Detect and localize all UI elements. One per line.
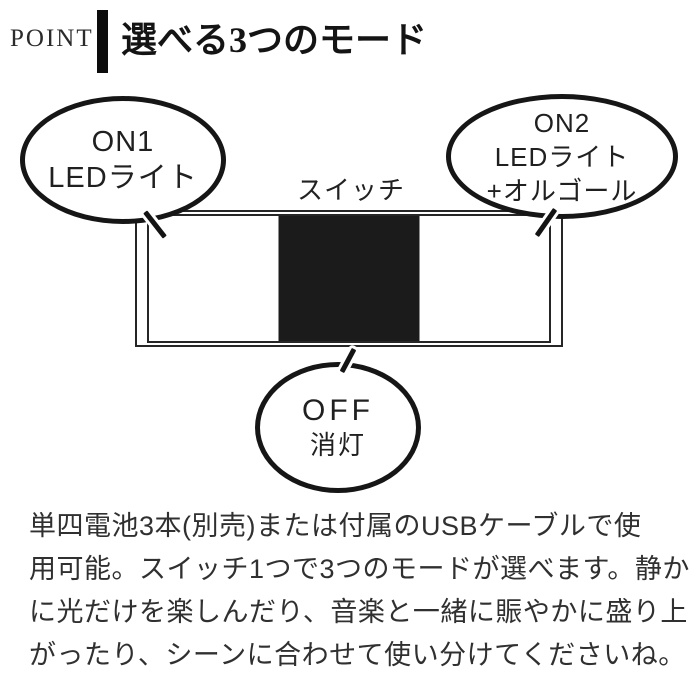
- switch-slot-outline: [147, 214, 551, 343]
- switch-label: スイッチ: [296, 175, 405, 205]
- switch-knob: [278, 216, 420, 341]
- description-line: に光だけを楽しんだり、音楽と一緒に賑やかに盛り上: [29, 597, 688, 627]
- on1-mode-desc: LEDライト: [48, 162, 198, 194]
- off-mode-name: OFF: [302, 393, 374, 427]
- point-eyebrow-label: POINT: [10, 25, 94, 52]
- description-paragraph: 単四電池3本(別売)または付属のUSBケーブルで使 用可能。スイッチ1つで3つの…: [29, 505, 690, 677]
- speech-bubble-on1: ON1 LEDライト: [20, 96, 226, 224]
- page-title: 選べる3つのモード: [121, 20, 428, 60]
- title-divider-bar: [97, 10, 108, 73]
- off-mode-desc: 消灯: [309, 429, 366, 460]
- on2-mode-desc: LEDライト: [494, 141, 630, 172]
- on2-mode-desc2: +オルゴール: [486, 175, 638, 206]
- description-line: がったり、シーンに合わせて使い分けてくださいね。: [29, 640, 686, 670]
- on2-mode-name: ON2: [533, 107, 591, 138]
- switch-body-outline: [135, 210, 563, 347]
- speech-bubble-off: OFF 消灯: [255, 362, 421, 493]
- description-line: 単四電池3本(別売)または付属のUSBケーブルで使: [29, 511, 642, 541]
- description-line: 用可能。スイッチ1つで3つのモードが選べます。静か: [29, 554, 690, 584]
- speech-bubble-on2: ON2 LEDライト +オルゴール: [446, 94, 678, 219]
- on1-mode-name: ON1: [91, 126, 155, 158]
